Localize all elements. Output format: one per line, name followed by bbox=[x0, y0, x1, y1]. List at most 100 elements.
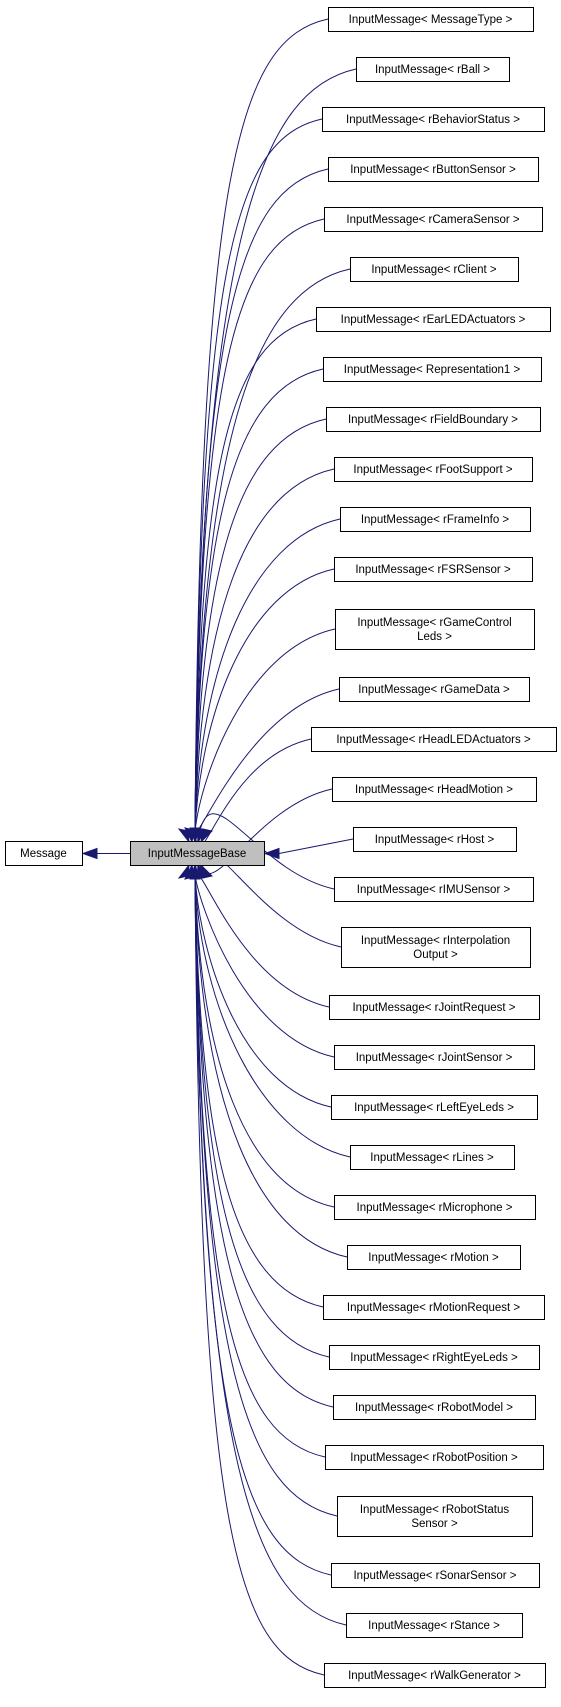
arrowhead-bottom-fan-1 bbox=[177, 863, 190, 879]
node-inputmessage-rframeinfo[interactable]: InputMessage< rFrameInfo > bbox=[340, 507, 531, 532]
node-inputmessage-rsonarsensor[interactable]: InputMessage< rSonarSensor > bbox=[331, 1563, 540, 1588]
node-inputmessage-messagetype[interactable]: InputMessage< MessageType > bbox=[328, 7, 534, 32]
node-inputmessage-rearledactuators-box bbox=[316, 307, 551, 332]
node-inputmessage-rimusensor[interactable]: InputMessage< rIMUSensor > bbox=[334, 877, 534, 902]
node-inputmessage-rframeinfo-box bbox=[340, 507, 531, 532]
node-inputmessage-rimusensor-box bbox=[334, 877, 534, 902]
node-inputmessage-rfootsupport-label: InputMessage< rFootSupport > bbox=[353, 464, 512, 476]
node-input-message-base[interactable]: InputMessageBase bbox=[130, 841, 265, 866]
node-inputmessage-rlefteyeleds[interactable]: InputMessage< rLeftEyeLeds > bbox=[331, 1095, 538, 1120]
node-inputmessage-rheadledactuators-label: InputMessage< rHeadLEDActuators > bbox=[336, 734, 531, 746]
node-inputmessage-messagetype-box bbox=[328, 7, 534, 32]
node-inputmessage-rmotionrequest-box bbox=[323, 1295, 545, 1320]
node-inputmessage-rrobotposition[interactable]: InputMessage< rRobotPosition > bbox=[325, 1445, 544, 1470]
node-inputmessage-rrighteyeleds-label: InputMessage< rRightEyeLeds > bbox=[350, 1352, 518, 1364]
node-inputmessage-rheadledactuators-box bbox=[311, 727, 557, 752]
node-inputmessage-rmicrophone-label: InputMessage< rMicrophone > bbox=[357, 1202, 513, 1214]
node-inputmessage-rsonarsensor-label: InputMessage< rSonarSensor > bbox=[353, 1570, 516, 1582]
edge-inputmessage-rmotion-to-base bbox=[194, 874, 348, 1258]
node-inputmessage-representation1-box bbox=[323, 357, 542, 382]
node-inputmessage-rgamecontrol-leds-box bbox=[335, 609, 535, 650]
edge-inputmessage-rrobotposition-to-base bbox=[194, 874, 326, 1458]
node-inputmessage-rheadmotion-box bbox=[332, 777, 537, 802]
node-inputmessage-rrobotstatus-sensor-label-line-1: InputMessage< rRobotStatus bbox=[360, 1504, 510, 1516]
node-inputmessage-rbehaviorstatus[interactable]: InputMessage< rBehaviorStatus > bbox=[322, 107, 545, 132]
node-inputmessage-rearledactuators-label: InputMessage< rEarLEDActuators > bbox=[341, 314, 526, 326]
node-inputmessage-rmicrophone[interactable]: InputMessage< rMicrophone > bbox=[334, 1195, 536, 1220]
edge-inputmessage-representation1-to-base bbox=[194, 368, 324, 833]
node-inputmessage-rcamerasensor[interactable]: InputMessage< rCameraSensor > bbox=[324, 207, 543, 232]
node-inputmessage-rbuttonsensor[interactable]: InputMessage< rButtonSensor > bbox=[328, 157, 539, 182]
node-inputmessage-rmotionrequest[interactable]: InputMessage< rMotionRequest > bbox=[323, 1295, 545, 1320]
node-inputmessage-rframeinfo-label: InputMessage< rFrameInfo > bbox=[361, 514, 510, 526]
edge-inputmessage-rball-to-base bbox=[194, 68, 357, 833]
edge-inputmessage-rgamecontrol-leds-to-base bbox=[194, 628, 336, 833]
edge-inputmessage-rjointrequest-to-base bbox=[194, 872, 330, 1008]
node-inputmessage-rmotion[interactable]: InputMessage< rMotion > bbox=[347, 1245, 521, 1270]
node-inputmessage-rrobotmodel[interactable]: InputMessage< rRobotModel > bbox=[333, 1395, 536, 1420]
node-inputmessage-rball[interactable]: InputMessage< rBall > bbox=[356, 57, 510, 82]
node-inputmessage-rlines[interactable]: InputMessage< rLines > bbox=[350, 1145, 515, 1170]
node-inputmessage-rfootsupport[interactable]: InputMessage< rFootSupport > bbox=[334, 457, 533, 482]
node-inputmessage-rheadledactuators[interactable]: InputMessage< rHeadLEDActuators > bbox=[311, 727, 557, 752]
edge-inputmessage-rrighteyeleds-to-base bbox=[194, 874, 330, 1358]
node-inputmessage-rrighteyeleds[interactable]: InputMessage< rRightEyeLeds > bbox=[329, 1345, 540, 1370]
edge-inputmessage-rjointsensor-to-base bbox=[194, 874, 335, 1058]
node-inputmessage-rfsrsensor[interactable]: InputMessage< rFSRSensor > bbox=[334, 557, 533, 582]
node-inputmessage-rcamerasensor-box bbox=[324, 207, 543, 232]
node-input-message-base-box bbox=[130, 841, 265, 866]
node-inputmessage-rfsrsensor-label: InputMessage< rFSRSensor > bbox=[355, 564, 511, 576]
node-inputmessage-representation1-label: InputMessage< Representation1 > bbox=[344, 364, 521, 376]
edge-inputmessage-rcamerasensor-to-base bbox=[194, 218, 325, 833]
node-inputmessage-messagetype-label: InputMessage< MessageType > bbox=[349, 14, 513, 26]
node-inputmessage-rstance[interactable]: InputMessage< rStance > bbox=[346, 1613, 523, 1638]
arrowhead-top-fan-2 bbox=[184, 827, 195, 844]
node-inputmessage-rheadmotion[interactable]: InputMessage< rHeadMotion > bbox=[332, 777, 537, 802]
node-inputmessage-rearledactuators[interactable]: InputMessage< rEarLEDActuators > bbox=[316, 307, 551, 332]
nodes: Message InputMessageBase InputMessage< Mes… bbox=[5, 7, 557, 1688]
node-inputmessage-rclient-label: InputMessage< rClient > bbox=[371, 264, 497, 276]
node-input-message-base-label: InputMessageBase bbox=[148, 848, 246, 860]
node-inputmessage-rwalkgenerator[interactable]: InputMessage< rWalkGenerator > bbox=[324, 1663, 546, 1688]
node-inputmessage-rclient-box bbox=[350, 257, 519, 282]
edge-inputmessage-rfsrsensor-to-base bbox=[194, 568, 335, 833]
node-inputmessage-rjointsensor-label: InputMessage< rJointSensor > bbox=[356, 1052, 513, 1064]
node-inputmessage-rfieldboundary[interactable]: InputMessage< rFieldBoundary > bbox=[326, 407, 541, 432]
edge-inputmessage-rrobotmodel-to-base bbox=[194, 874, 334, 1408]
edge-inputmessage-rwalkgenerator-to-base bbox=[194, 874, 325, 1676]
edge-inputmessage-rsonarsensor-to-base bbox=[194, 874, 332, 1576]
edge-inputmessage-rearledactuators-to-base bbox=[194, 318, 317, 833]
node-inputmessage-rjointrequest[interactable]: InputMessage< rJointRequest > bbox=[329, 995, 540, 1020]
node-inputmessage-rinterpolation-output-label-line-2: Output > bbox=[413, 949, 458, 961]
node-inputmessage-rbehaviorstatus-box bbox=[322, 107, 545, 132]
arrowhead-bottom-fan-4 bbox=[200, 863, 213, 879]
node-inputmessage-rgamecontrol-leds-label-line-1: InputMessage< rGameControl bbox=[357, 617, 511, 629]
node-inputmessage-rhost[interactable]: InputMessage< rHost > bbox=[353, 827, 517, 852]
node-inputmessage-rstance-label: InputMessage< rStance > bbox=[368, 1620, 500, 1632]
node-inputmessage-rjointsensor-box bbox=[334, 1045, 535, 1070]
node-inputmessage-rjointrequest-box bbox=[329, 995, 540, 1020]
node-inputmessage-rrobotstatus-sensor-label-line-2: Sensor > bbox=[411, 1518, 458, 1530]
node-inputmessage-rclient[interactable]: InputMessage< rClient > bbox=[350, 257, 519, 282]
edge-inputmessage-rlefteyeleds-to-base bbox=[194, 874, 332, 1108]
node-inputmessage-rjointsensor[interactable]: InputMessage< rJointSensor > bbox=[334, 1045, 535, 1070]
edge-inputmessage-rrobotstatus-sensor-to-base bbox=[194, 874, 338, 1517]
node-inputmessage-rhost-label: InputMessage< rHost > bbox=[375, 834, 495, 846]
node-inputmessage-rlefteyeleds-label: InputMessage< rLeftEyeLeds > bbox=[354, 1102, 514, 1114]
node-message-label: Message bbox=[20, 848, 67, 860]
node-inputmessage-rrobotmodel-box bbox=[333, 1395, 536, 1420]
node-inputmessage-rcamerasensor-label: InputMessage< rCameraSensor > bbox=[346, 214, 520, 226]
node-inputmessage-rlefteyeleds-box bbox=[331, 1095, 538, 1120]
node-message[interactable]: Message bbox=[5, 841, 83, 866]
node-inputmessage-rgamedata[interactable]: InputMessage< rGameData > bbox=[339, 677, 530, 702]
node-inputmessage-representation1[interactable]: InputMessage< Representation1 > bbox=[323, 357, 542, 382]
edge-inputmessage-rstance-to-base bbox=[194, 874, 347, 1626]
arrowhead-base-3 bbox=[263, 847, 280, 860]
node-inputmessage-rgamecontrol-leds-label-line-2: Leds > bbox=[417, 631, 452, 643]
arrowhead-top-fan-4 bbox=[200, 828, 213, 844]
node-inputmessage-rinterpolation-output-box bbox=[341, 927, 531, 968]
